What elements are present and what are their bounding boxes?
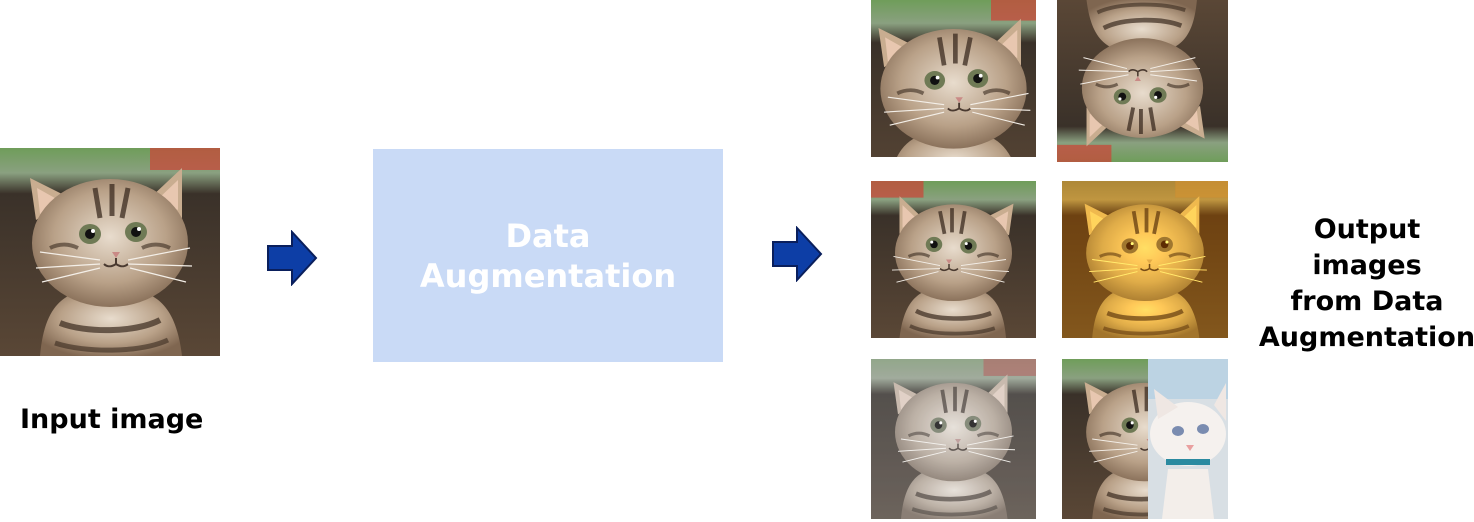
output-image-original-crop	[871, 0, 1036, 157]
output-caption-line-1: Output images	[1312, 214, 1422, 281]
input-caption: Input image	[20, 404, 204, 435]
right-arrow-icon	[771, 225, 823, 283]
augmentation-label-line-2: Augmentation	[419, 256, 677, 295]
kitten-photo	[0, 148, 220, 356]
output-image-mixed	[1062, 359, 1228, 519]
output-image-color-shifted	[1062, 181, 1228, 338]
output-image-rotated	[1057, 0, 1228, 162]
data-augmentation-box: Data Augmentation	[373, 149, 723, 362]
output-image-flipped	[871, 181, 1036, 338]
output-image-desaturated	[871, 359, 1036, 519]
output-caption-line-2: from Data	[1290, 286, 1444, 317]
output-caption-line-3: Augmentation	[1258, 322, 1474, 353]
right-arrow-icon	[266, 229, 318, 287]
input-kitten-image	[0, 148, 220, 356]
output-caption: Output images from Data Augmentation	[1256, 212, 1474, 356]
data-augmentation-label: Data Augmentation	[420, 216, 676, 296]
augmentation-label-line-1: Data	[505, 216, 591, 255]
